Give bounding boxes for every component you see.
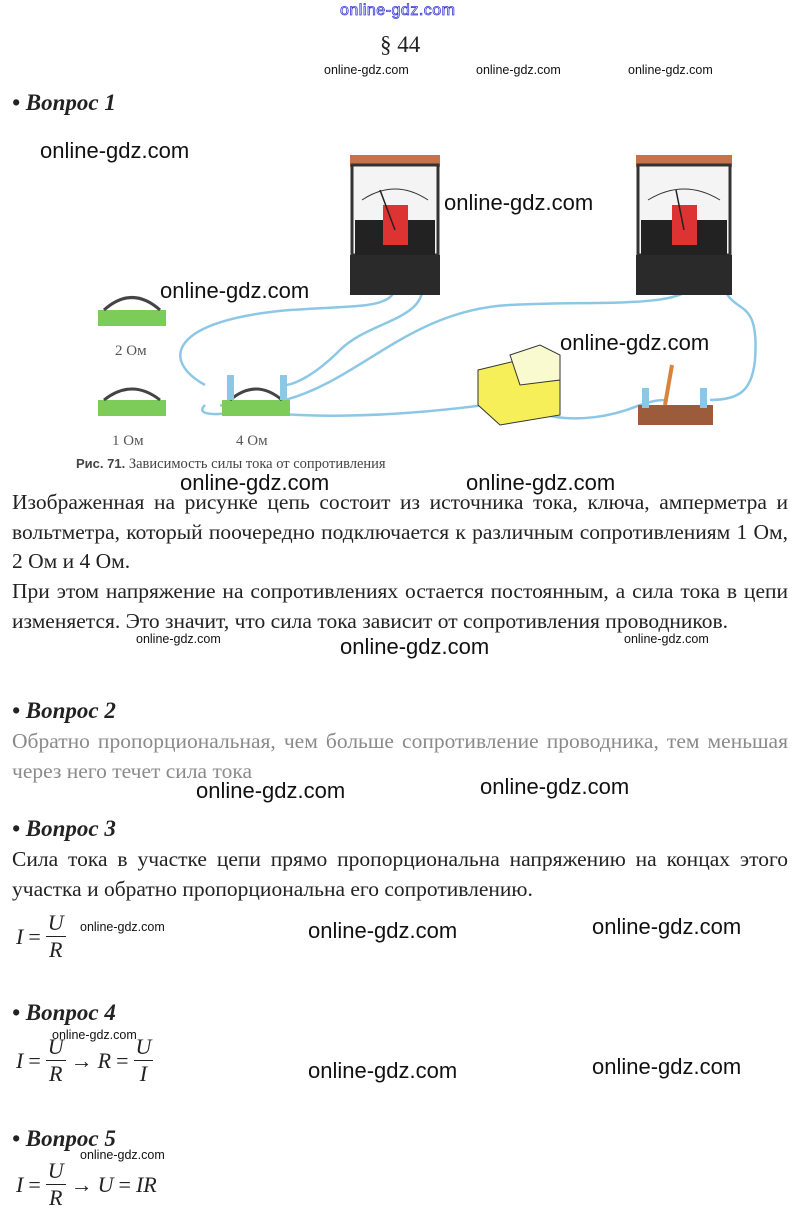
- watermark: online-gdz.com: [480, 774, 630, 799]
- watermark: online-gdz.com: [466, 470, 616, 495]
- formula-op: =: [118, 1171, 131, 1197]
- question-2-answer: Обратно пропорциональная, чем больше соп…: [12, 729, 788, 783]
- formula-var: R: [97, 1047, 112, 1073]
- watermark: online-gdz.com: [324, 63, 409, 77]
- watermark: online-gdz.com: [136, 632, 221, 646]
- question-1-heading: • Вопрос 1: [12, 90, 116, 115]
- question-1-paragraph-1: Изображенная на рисунке цепь состоит из …: [12, 490, 788, 574]
- switch-key: [638, 364, 713, 425]
- resistor-4-ohm: [222, 375, 290, 416]
- watermark: online-gdz.com: [592, 914, 742, 939]
- watermark: online-gdz.com: [180, 470, 330, 495]
- watermark: online-gdz.com: [40, 138, 190, 163]
- denominator: R: [48, 1185, 63, 1210]
- watermark: online-gdz.com: [80, 1148, 165, 1162]
- denominator: R: [48, 1061, 63, 1086]
- power-source: [477, 344, 561, 426]
- watermark: online-gdz.com: [624, 632, 709, 646]
- numerator: U: [133, 1034, 154, 1061]
- question-5-heading: • Вопрос 5: [12, 1126, 116, 1151]
- watermark: online-gdz.com: [444, 190, 594, 215]
- resistor-1-ohm: [98, 387, 166, 416]
- formula-var: I: [16, 1171, 24, 1197]
- watermark: online-gdz.com: [308, 1058, 458, 1083]
- label-1-ohm: 1 Ом: [112, 433, 144, 449]
- watermark: online-gdz.com: [160, 278, 310, 303]
- ammeter: [636, 155, 732, 295]
- denominator: R: [48, 937, 63, 962]
- numerator: U: [45, 1158, 66, 1185]
- watermark: online-gdz.com: [80, 920, 165, 934]
- section-title: § 44: [380, 32, 421, 57]
- watermark: online-gdz.com: [476, 63, 561, 77]
- watermark: online-gdz.com: [52, 1028, 137, 1042]
- label-4-ohm: 4 Ом: [236, 433, 268, 449]
- circuit-figure: 2 Ом 1 Ом 4 Ом: [98, 155, 757, 449]
- resistor-2-ohm: [98, 296, 166, 326]
- label-2-ohm: 2 Ом: [115, 343, 147, 359]
- formula-op: =: [28, 1171, 41, 1197]
- watermark: online-gdz.com: [628, 63, 713, 77]
- question-3-answer: Сила тока в участке цепи прямо пропорцио…: [12, 847, 788, 901]
- formula-var: I: [16, 1047, 24, 1073]
- formula-op: =: [28, 923, 41, 949]
- question-3-heading: • Вопрос 3: [12, 816, 116, 841]
- caption-number: Рис. 71.: [76, 456, 126, 471]
- voltmeter: [350, 155, 440, 295]
- watermark: online-gdz.com: [592, 1054, 742, 1079]
- watermark: online-gdz.com: [196, 778, 346, 803]
- question-2-heading: • Вопрос 2: [12, 698, 116, 723]
- numerator: U: [45, 910, 66, 937]
- numerator: U: [45, 1034, 66, 1061]
- watermark-top: online-gdz.com: [340, 2, 456, 20]
- formula-var: I: [16, 923, 24, 949]
- caption-text: Зависимость силы тока от сопротивления: [128, 456, 386, 472]
- watermark: online-gdz.com: [308, 918, 458, 943]
- formula-op: =: [116, 1047, 129, 1073]
- formula-op: =: [28, 1047, 41, 1073]
- watermark: online-gdz.com: [560, 330, 710, 355]
- question-1-paragraph-2: При этом напряжение на сопротивлениях ос…: [12, 579, 788, 633]
- formula-expression: IR: [135, 1171, 157, 1197]
- figure-caption: Рис. 71. Зависимость силы тока от сопрот…: [76, 456, 386, 473]
- arrow-icon: →: [70, 1171, 93, 1197]
- denominator: I: [139, 1061, 148, 1086]
- question-4-heading: • Вопрос 4: [12, 1000, 116, 1025]
- arrow-icon: →: [70, 1047, 93, 1073]
- watermark: online-gdz.com: [340, 634, 490, 659]
- formula-var: U: [97, 1171, 114, 1197]
